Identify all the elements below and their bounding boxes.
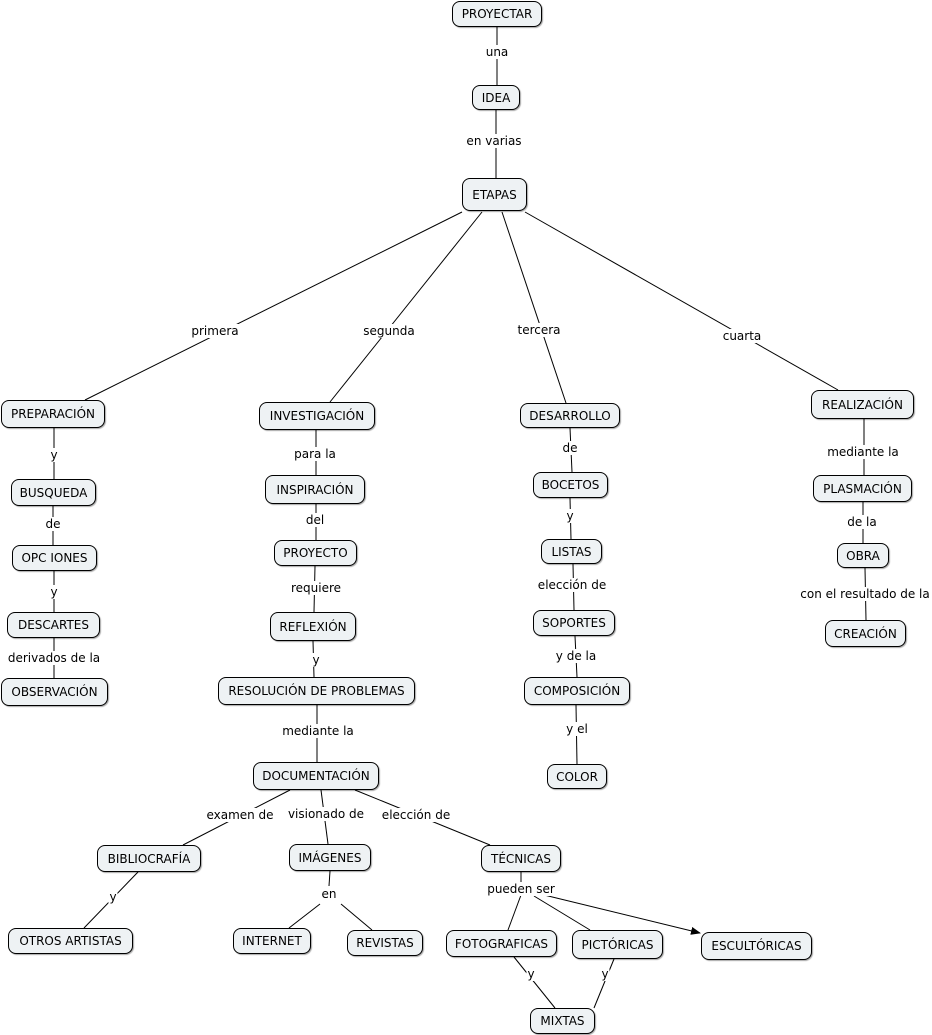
link-label-examen-de: examen de (205, 808, 275, 822)
link-label-pict-y: y (600, 967, 610, 981)
node-fotograficas[interactable]: FOTOGRAFICAS (446, 930, 557, 957)
node-realizacion[interactable]: REALIZACIÓN (811, 390, 914, 419)
node-color[interactable]: COLOR (547, 764, 607, 789)
link-label-img-en: en (320, 887, 338, 901)
node-busqueda[interactable]: BUSQUEDA (11, 479, 96, 506)
link-label-eleccion-de-tec: elección de (380, 808, 452, 822)
node-reflexion[interactable]: REFLEXIÓN (270, 612, 356, 641)
link-label-de-la: de la (846, 515, 878, 529)
link-label-primera: primera (190, 324, 240, 338)
node-preparacion[interactable]: PREPARACIÓN (1, 400, 105, 428)
link-label-en-varias: en varias (465, 134, 523, 148)
node-resolucion[interactable]: RESOLUCIÓN DE PROBLEMAS (218, 677, 415, 705)
node-proyectar[interactable]: PROYECTAR (452, 1, 542, 27)
link-label-segunda: segunda (362, 324, 416, 338)
node-pictoricas[interactable]: PICTÓRICAS (572, 930, 663, 959)
node-bocetos[interactable]: BOCETOS (533, 472, 608, 498)
node-composicion[interactable]: COMPOSICIÓN (524, 677, 630, 705)
link-label-bib-y: y (108, 890, 118, 904)
link-label-visionado-de: visionado de (286, 807, 366, 821)
node-revistas[interactable]: REVISTAS (347, 930, 423, 956)
node-obra[interactable]: OBRA (837, 543, 889, 568)
link-label-tercera: tercera (516, 323, 562, 337)
link-label-mediante-la-doc: mediante la (281, 724, 355, 738)
link-label-del: del (304, 513, 326, 527)
node-bibliografia[interactable]: BIBLIOCRAFÍA (97, 845, 201, 872)
link-label-mediante-la-pla: mediante la (826, 445, 900, 459)
node-idea[interactable]: IDEA (472, 85, 520, 110)
node-internet[interactable]: INTERNET (233, 928, 311, 954)
link-label-derivados: derivados de la (6, 651, 102, 665)
node-proyecto[interactable]: PROYECTO (274, 540, 357, 566)
node-escultoricas[interactable]: ESCULTÓRICAS (701, 932, 812, 960)
node-plasmacion[interactable]: PLASMACIÓN (813, 475, 912, 502)
link-label-para-la: para la (293, 447, 337, 461)
node-opciones[interactable]: OPC IONES (12, 545, 97, 571)
link-label-busq-de: de (44, 517, 62, 531)
node-otros-artistas[interactable]: OTROS ARTISTAS (8, 928, 133, 954)
link-label-foto-y: y (526, 967, 536, 981)
node-etapas[interactable]: ETAPAS (462, 178, 527, 211)
link-label-des-de: de (561, 441, 579, 455)
link-label-requiere: requiere (289, 581, 343, 595)
node-investigacion[interactable]: INVESTIGACIÓN (259, 402, 375, 430)
link-label-y-el: y el (565, 722, 589, 736)
link-label-refl-y: y (311, 653, 321, 667)
node-soportes[interactable]: SOPORTES (533, 610, 615, 636)
node-inspiracion[interactable]: INSPIRACIÓN (265, 475, 365, 504)
node-observacion[interactable]: OBSERVACIÓN (1, 678, 108, 706)
node-mixtas[interactable]: MIXTAS (530, 1008, 595, 1034)
link-label-eleccion-de-sop: elección de (536, 578, 608, 592)
node-documentacion[interactable]: DOCUMENTACIÓN (253, 762, 379, 790)
node-tecnicas[interactable]: TÉCNICAS (481, 845, 561, 872)
link-label-con-el-resultado: con el resultado de la (799, 587, 931, 601)
node-listas[interactable]: LISTAS (541, 539, 602, 564)
link-label-y-de-la: y de la (554, 649, 598, 663)
link-label-boc-y: y (565, 509, 575, 523)
link-label-una: una (484, 45, 510, 59)
link-label-cuarta: cuarta (721, 329, 763, 343)
node-creacion[interactable]: CREACIÓN (825, 620, 906, 647)
link-label-opc-y: y (49, 585, 59, 599)
node-desarrollo[interactable]: DESARROLLO (520, 403, 620, 428)
link-label-prep-y: y (49, 448, 59, 462)
node-imagenes[interactable]: IMÁGENES (289, 844, 371, 871)
node-descartes[interactable]: DESCARTES (7, 612, 100, 638)
link-label-pueden-ser: pueden ser (486, 882, 556, 896)
